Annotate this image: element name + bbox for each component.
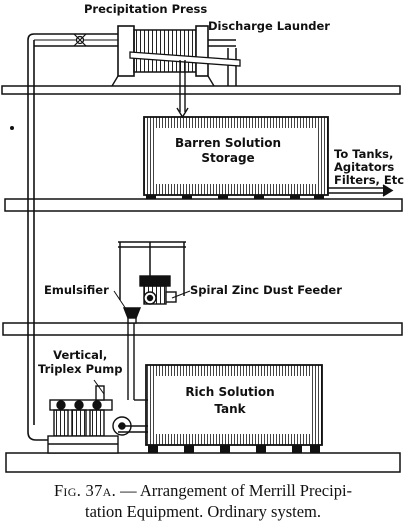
precipitation-press-label: Precipitation Press [84, 2, 208, 16]
spiral-zinc-dust-feeder-label: Spiral Zinc Dust Feeder [190, 283, 342, 297]
barren-solution-line2: Storage [201, 151, 255, 165]
middle-floor-beam [2, 322, 403, 336]
main-riser-pipe [27, 33, 120, 441]
barren-solution-storage-tank [143, 116, 329, 199]
barren-solution-storage-label: Barren Solution Storage [168, 136, 288, 166]
figure-caption-line1: Fig. 37a. — Arrangement of Merrill Preci… [8, 481, 398, 501]
zinc-feeder-frame [118, 241, 186, 300]
to-tanks-label: To Tanks, Agitators Filters, Etc. [334, 148, 404, 187]
rich-solution-line1: Rich Solution [185, 385, 275, 399]
upper-floor-beam [4, 198, 403, 212]
press-support-legs [227, 48, 237, 86]
figure-number: Fig. 37a. [53, 481, 117, 500]
triplex-pump-line: Triplex Pump [38, 362, 123, 376]
rich-solution-line2: Tank [214, 402, 246, 416]
discharge-launder-label: Discharge Launder [208, 19, 330, 33]
to-tanks-line2: Agitators [334, 160, 395, 174]
figure-caption-line2: tation Equipment. Ordinary system. [8, 502, 398, 522]
pump-pointer-line [93, 379, 105, 395]
caption-text-line1: — Arrangement of Merrill Precipi- [120, 481, 353, 500]
discharge-launder [129, 51, 241, 119]
spiral-zinc-dust-feeder [139, 275, 177, 305]
barren-outlet-pipe [328, 184, 394, 197]
vertical-line: Vertical, [53, 348, 108, 362]
vertical-triplex-pump-label: Vertical, Triplex Pump [38, 348, 122, 376]
emulsifier [122, 307, 142, 324]
triplex-pump [47, 385, 148, 454]
rich-solution-tank [145, 364, 323, 453]
ground-floor-beam [5, 452, 401, 473]
to-tanks-line3: Filters, Etc. [334, 173, 404, 187]
to-tanks-line1: To Tanks, [334, 147, 394, 161]
rich-solution-tank-label: Rich Solution Tank [170, 384, 290, 418]
barren-solution-line1: Barren Solution [174, 136, 282, 150]
caption-text-line2: tation Equipment. Ordinary system. [84, 502, 321, 521]
margin-dot [10, 126, 14, 130]
feeder-pointer-lines [113, 290, 191, 313]
top-floor-beam [1, 85, 401, 95]
emulsifier-label: Emulsifier [44, 283, 109, 297]
